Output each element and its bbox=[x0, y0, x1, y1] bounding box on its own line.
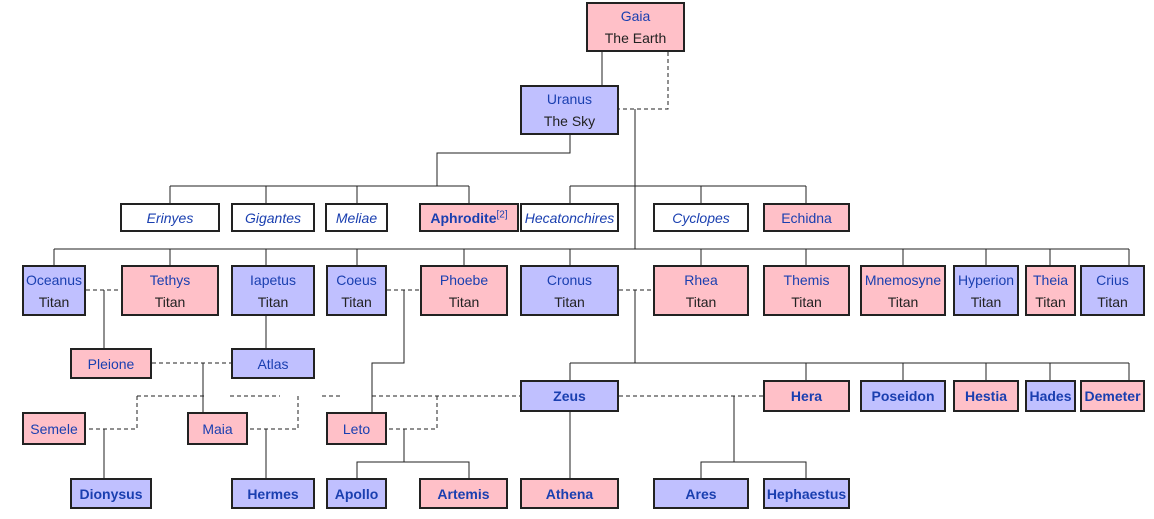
pleione-node: Pleione bbox=[70, 348, 152, 379]
gigantes-node: Gigantes bbox=[231, 203, 315, 232]
hephaestus-node: Hephaestus bbox=[763, 478, 850, 509]
oceanus-name: Oceanus bbox=[25, 271, 83, 288]
aphrodite-reference-link[interactable]: [2] bbox=[496, 208, 508, 220]
gigantes-name: Gigantes bbox=[244, 209, 302, 226]
theia-node: Theia Titan bbox=[1025, 265, 1076, 316]
athena-name: Athena bbox=[545, 485, 594, 502]
semele-name: Semele bbox=[30, 420, 78, 437]
iapetus-name: Iapetus bbox=[250, 271, 296, 288]
uranus-node: Uranus The Sky bbox=[520, 85, 619, 135]
gaia-node: Gaia The Earth bbox=[586, 2, 685, 52]
rhea-subtitle: Titan bbox=[685, 293, 717, 310]
hestia-node: Hestia bbox=[953, 380, 1019, 412]
apollo-node: Apollo bbox=[326, 478, 387, 509]
cyclopes-name: Cyclopes bbox=[672, 209, 730, 226]
ares-node: Ares bbox=[653, 478, 749, 509]
maia-name: Maia bbox=[202, 420, 233, 437]
oceanus-node: Oceanus Titan bbox=[22, 265, 86, 316]
themis-subtitle: Titan bbox=[791, 293, 822, 310]
hera-name: Hera bbox=[790, 388, 823, 404]
demeter-node: Demeter bbox=[1080, 380, 1145, 412]
crius-node: Crius Titan bbox=[1080, 265, 1145, 316]
tethys-node: Tethys Titan bbox=[121, 265, 219, 316]
maia-node: Maia bbox=[187, 412, 248, 445]
athena-node: Athena bbox=[520, 478, 619, 509]
hecatonchires-name: Hecatonchires bbox=[524, 209, 615, 226]
echidna-node: Echidna bbox=[763, 203, 850, 232]
cronus-node: Cronus Titan bbox=[520, 265, 619, 316]
coeus-subtitle: Titan bbox=[341, 293, 372, 310]
crius-subtitle: Titan bbox=[1097, 293, 1128, 310]
hades-name: Hades bbox=[1029, 388, 1072, 404]
mnemosyne-name: Mnemosyne bbox=[864, 271, 942, 288]
cyclopes-node: Cyclopes bbox=[653, 203, 749, 232]
gaia-name: Gaia bbox=[620, 8, 651, 24]
aphrodite-name: Aphrodite bbox=[430, 209, 497, 226]
demeter-name: Demeter bbox=[1084, 388, 1141, 404]
crius-name: Crius bbox=[1096, 271, 1129, 288]
leto-name: Leto bbox=[342, 420, 371, 437]
uranus-name: Uranus bbox=[546, 91, 593, 107]
hecatonchires-node: Hecatonchires bbox=[520, 203, 619, 232]
hermes-node: Hermes bbox=[231, 478, 315, 509]
tethys-subtitle: Titan bbox=[154, 293, 186, 310]
iapetus-node: Iapetus Titan bbox=[231, 265, 315, 316]
iapetus-subtitle: Titan bbox=[257, 293, 289, 310]
hyperion-subtitle: Titan bbox=[970, 293, 1002, 310]
hestia-name: Hestia bbox=[964, 388, 1008, 404]
cronus-name: Cronus bbox=[546, 271, 593, 288]
aphrodite-label: Aphrodite[2] bbox=[430, 207, 507, 229]
dionysus-node: Dionysus bbox=[70, 478, 152, 509]
uranus-subtitle: The Sky bbox=[543, 113, 596, 129]
leto-node: Leto bbox=[326, 412, 387, 445]
pleione-name: Pleione bbox=[87, 355, 135, 372]
semele-node: Semele bbox=[22, 412, 86, 445]
theia-subtitle: Titan bbox=[1035, 293, 1066, 310]
phoebe-node: Phoebe Titan bbox=[420, 265, 508, 316]
erinyes-name: Erinyes bbox=[146, 209, 194, 226]
cronus-subtitle: Titan bbox=[554, 293, 585, 310]
hephaestus-name: Hephaestus bbox=[766, 485, 847, 502]
mnemosyne-subtitle: Titan bbox=[887, 293, 919, 310]
gaia-subtitle: The Earth bbox=[604, 30, 667, 46]
echidna-name: Echidna bbox=[781, 209, 832, 226]
theia-name: Theia bbox=[1032, 271, 1069, 288]
themis-name: Themis bbox=[783, 271, 830, 288]
erinyes-node: Erinyes bbox=[120, 203, 220, 232]
coeus-name: Coeus bbox=[336, 271, 377, 288]
poseidon-node: Poseidon bbox=[860, 380, 946, 412]
zeus-name: Zeus bbox=[553, 388, 586, 404]
hyperion-node: Hyperion Titan bbox=[953, 265, 1019, 316]
apollo-name: Apollo bbox=[334, 485, 379, 502]
hermes-name: Hermes bbox=[247, 485, 299, 502]
tethys-name: Tethys bbox=[149, 271, 191, 288]
meliae-node: Meliae bbox=[325, 203, 388, 232]
phoebe-name: Phoebe bbox=[439, 271, 489, 288]
rhea-name: Rhea bbox=[684, 271, 718, 288]
poseidon-name: Poseidon bbox=[871, 388, 935, 404]
atlas-node: Atlas bbox=[231, 348, 315, 379]
mnemosyne-node: Mnemosyne Titan bbox=[860, 265, 946, 316]
oceanus-subtitle: Titan bbox=[38, 293, 70, 310]
rhea-node: Rhea Titan bbox=[653, 265, 749, 316]
hyperion-name: Hyperion bbox=[957, 271, 1015, 288]
dionysus-name: Dionysus bbox=[79, 485, 143, 502]
artemis-name: Artemis bbox=[437, 485, 490, 502]
hera-node: Hera bbox=[763, 380, 850, 412]
phoebe-subtitle: Titan bbox=[448, 293, 480, 310]
coeus-node: Coeus Titan bbox=[326, 265, 387, 316]
hades-node: Hades bbox=[1025, 380, 1076, 412]
aphrodite-node: Aphrodite[2] bbox=[419, 203, 519, 232]
artemis-node: Artemis bbox=[419, 478, 508, 509]
meliae-name: Meliae bbox=[335, 209, 378, 226]
ares-name: Ares bbox=[685, 485, 717, 502]
themis-node: Themis Titan bbox=[763, 265, 850, 316]
atlas-name: Atlas bbox=[257, 355, 289, 372]
zeus-node: Zeus bbox=[520, 380, 619, 412]
